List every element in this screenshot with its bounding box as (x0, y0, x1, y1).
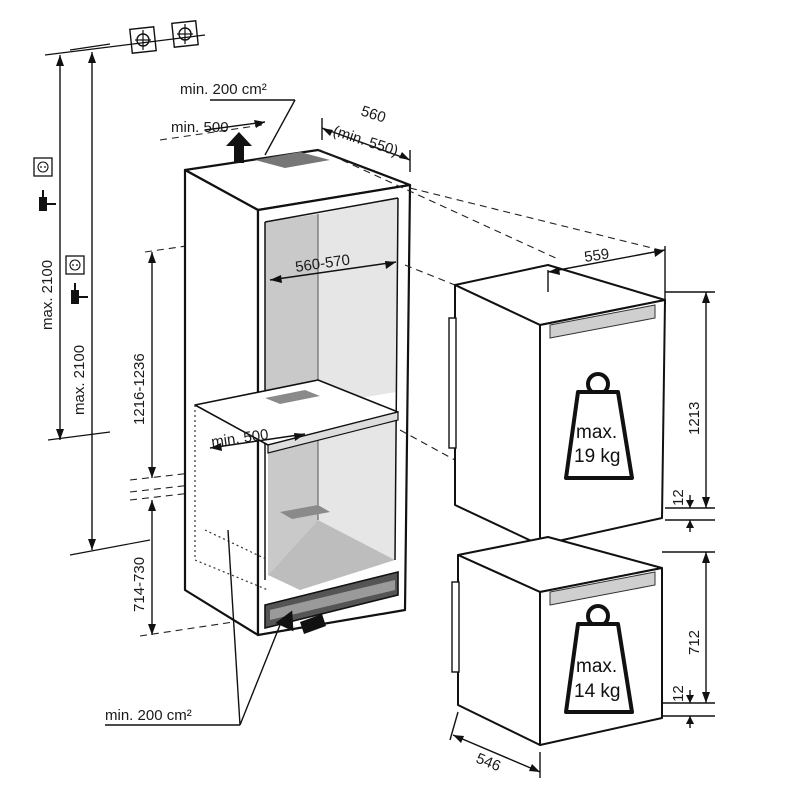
cable-height-label-1: max. 2100 (39, 260, 56, 330)
top-vent-area-label: min. 200 cm² (180, 81, 267, 98)
weight-icon (564, 604, 634, 714)
weight-icon (564, 372, 634, 480)
top-vent-depth-label: min. 500 (171, 119, 229, 136)
cable-height-dimension-1 (47, 55, 111, 441)
crosshair-icon (171, 20, 199, 48)
niche-cabinet (183, 148, 412, 637)
airflow-arrow-icon (275, 610, 326, 634)
appliance-width-label: 559 (583, 246, 610, 266)
upper-load-line2: 19 kg (574, 446, 620, 467)
cable-height-dimension-2 (69, 52, 151, 556)
bottom-vent-area-label: min. 200 cm² (105, 707, 192, 724)
power-plug-icon (39, 190, 56, 211)
lower-load-line1: max. (576, 656, 617, 677)
power-socket-icon (65, 255, 85, 275)
lower-niche-height-dimension (148, 500, 156, 635)
lower-height-label: 712 (686, 630, 703, 655)
cable-height-label-2: max. 2100 (71, 345, 88, 415)
upper-niche-height-dimension (148, 252, 156, 478)
airflow-arrow-icon (226, 132, 252, 163)
upper-load-line1: max. (576, 422, 617, 443)
crosshair-icon (129, 26, 157, 54)
upper-niche-height-label: 1216-1236 (131, 353, 148, 425)
upper-appliance (448, 264, 666, 546)
lower-gap-label: 12 (670, 685, 687, 702)
lower-niche-height-label: 714-730 (131, 557, 148, 612)
upper-gap-label: 12 (670, 489, 687, 506)
power-plug-icon (71, 283, 88, 304)
upper-height-label: 1213 (686, 402, 703, 435)
niche-depth-min-label: (min. 550) (331, 123, 400, 160)
power-socket-icon (33, 157, 53, 177)
top-reference-line (44, 34, 206, 56)
niche-depth-label: 560 (359, 103, 388, 127)
lower-load-line2: 14 kg (574, 681, 620, 702)
